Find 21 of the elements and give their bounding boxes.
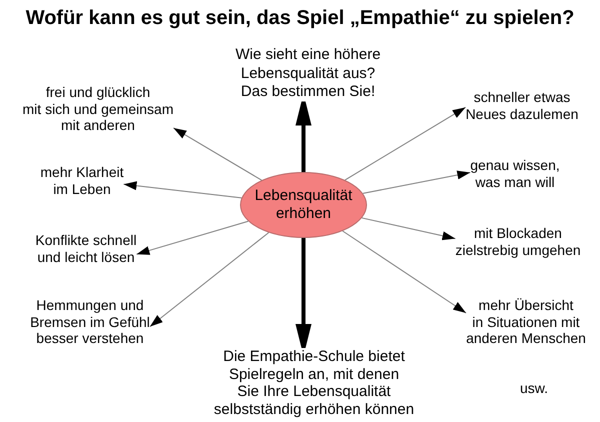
arrow xyxy=(123,181,242,198)
text-label: Wie sieht eine höhere Lebensqualität aus? Das bestimmen Sie! xyxy=(235,46,381,102)
text-label: mehr Übersicht in Situationen mit anderen Menschen xyxy=(466,297,586,346)
title: Wofür kann es gut sein, das Spiel „Empathie“ zu spielen? xyxy=(26,6,574,30)
arrow xyxy=(344,106,466,180)
text-label: mehr Klarheit im Leben xyxy=(40,164,124,197)
node-label: Lebensqualität erhöhen xyxy=(254,187,352,223)
arrow xyxy=(172,127,262,181)
text-label: frei und glücklich mit sich und gemeinsam mit anderen xyxy=(22,84,174,134)
text-label: mit Blockaden zielstrebig umgehen xyxy=(455,225,581,258)
arrow xyxy=(361,217,456,240)
text-label: genau wissen, was man will xyxy=(470,157,560,190)
text-label: Konflikte schnell und leicht lösen xyxy=(35,232,137,265)
arrow xyxy=(149,232,270,328)
text-label: usw. xyxy=(520,380,548,396)
text-label: schneller etwas Neues dazulemen xyxy=(466,89,578,122)
text-label: Die Empathie-Schule bietet Spielregeln an, mit denen Sie Ihre Lebensqualität selbstständig erhöhen können xyxy=(214,348,414,418)
text-label: Hemmungen und Bremsen im Gefühl besser verstehen xyxy=(30,297,150,346)
arrow xyxy=(136,220,249,255)
arrow xyxy=(342,230,467,314)
arrow xyxy=(362,170,471,194)
